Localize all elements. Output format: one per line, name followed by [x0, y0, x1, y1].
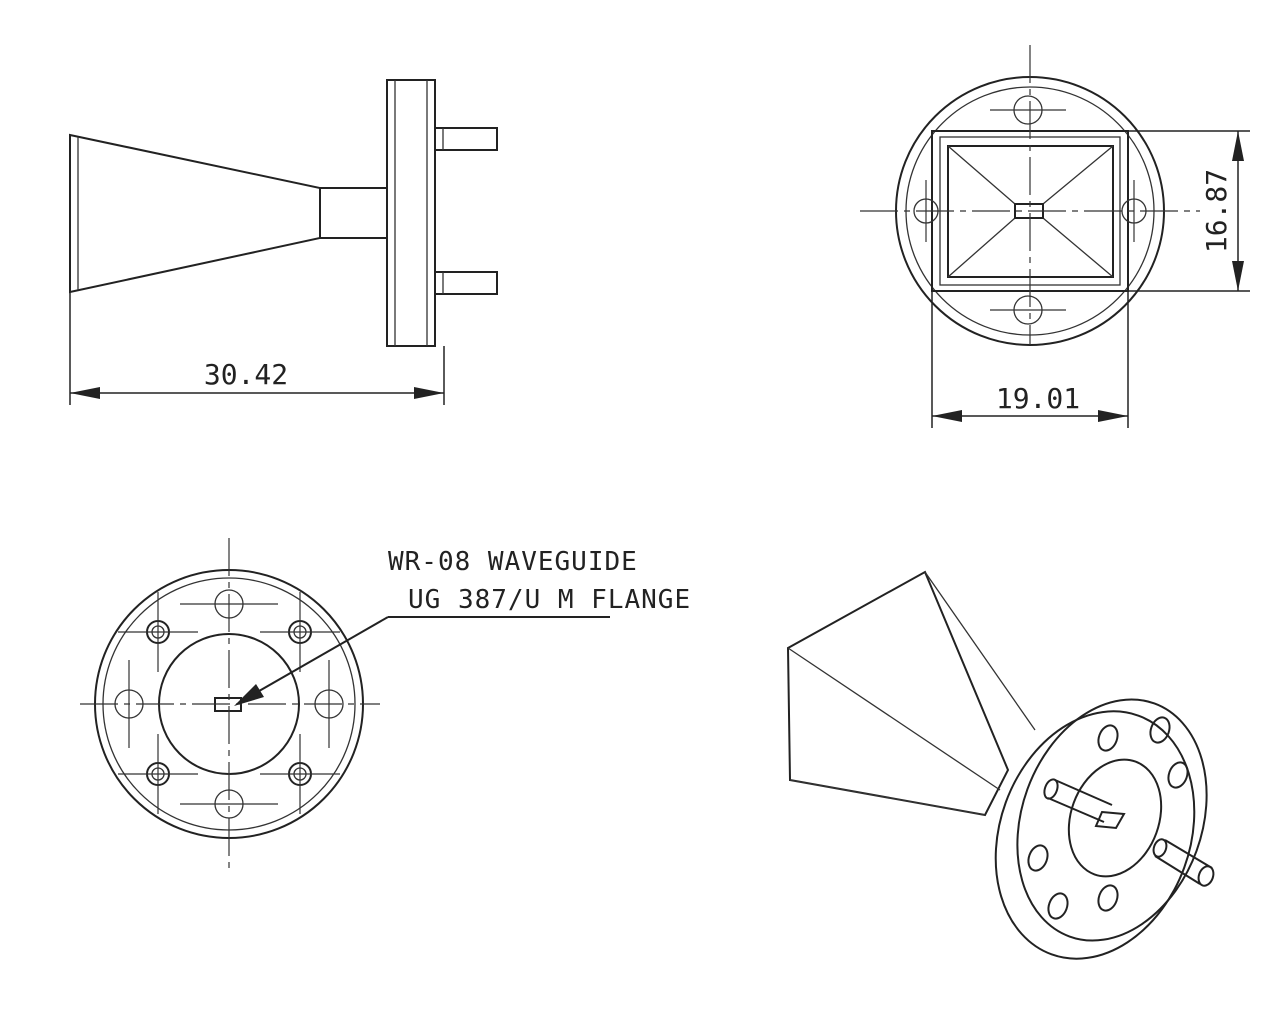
horn-body-side — [69, 133, 321, 294]
dimension-width-label: 19.01 — [996, 382, 1080, 415]
dimension-length: 30.42 — [69, 292, 445, 405]
isometric-view — [786, 570, 1215, 960]
dimension-width: 19.01 — [931, 291, 1129, 428]
flange-face-iso — [1016, 698, 1208, 942]
flange-boss-iso — [1067, 758, 1163, 878]
alignment-pin-top — [434, 127, 498, 151]
callout-arrowhead — [234, 684, 264, 706]
alignment-pin-bottom — [434, 271, 498, 295]
waveguide-opening-iso — [1094, 810, 1126, 830]
dimension-height: 16.87 — [1110, 130, 1250, 292]
pin-holes — [146, 620, 312, 786]
dimension-length-label: 30.42 — [204, 358, 288, 391]
flange-face-view — [80, 538, 380, 872]
front-view: 16.87 19.01 — [860, 45, 1250, 428]
horn-body-iso — [786, 570, 1010, 817]
callout: WR-08 WAVEGUIDE UG 387/U M FLANGE — [234, 547, 691, 706]
dimension-height-label: 16.87 — [1200, 169, 1233, 253]
alignment-pins-iso — [1043, 778, 1215, 887]
flange-side — [386, 79, 436, 347]
flange-rim-iso — [994, 710, 1196, 960]
callout-line-1: WR-08 WAVEGUIDE — [388, 547, 638, 577]
callout-line-2: UG 387/U M FLANGE — [408, 585, 691, 615]
flange-holes-iso — [1027, 716, 1189, 920]
callout-leader — [239, 616, 389, 703]
side-view: 30.42 — [69, 79, 498, 405]
waveguide-neck-side — [319, 187, 388, 239]
